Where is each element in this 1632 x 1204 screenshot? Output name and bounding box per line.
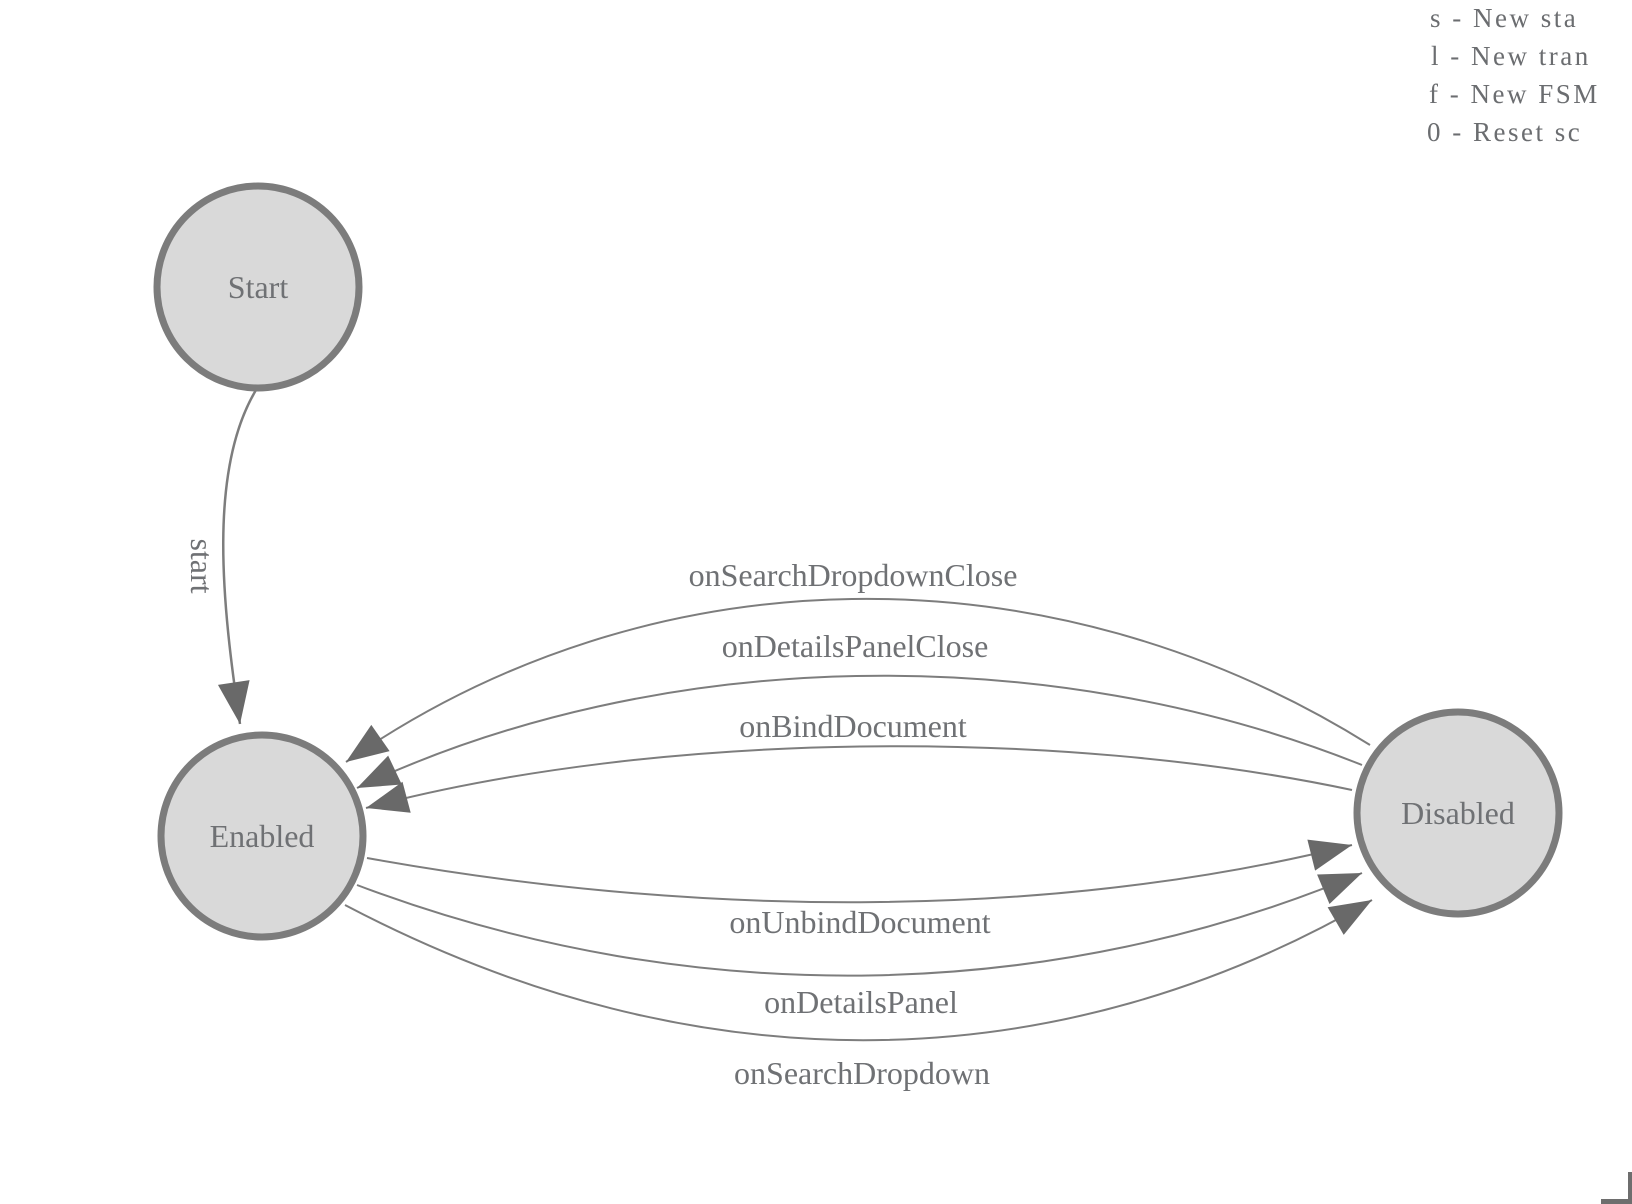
state-label-disabled: Disabled <box>1401 795 1515 831</box>
transition-onSearchDropdownClose[interactable] <box>345 598 1371 763</box>
edge-label-start: start <box>184 538 220 593</box>
edge-label-onBindDocument: onBindDocument <box>739 708 967 744</box>
transition-start-to-enabled[interactable] <box>217 389 258 725</box>
edge-label-onDetailsPanel: onDetailsPanel <box>764 984 958 1020</box>
state-label-start: Start <box>228 269 289 305</box>
legend-line-new-transition: l - New tran <box>1431 41 1591 71</box>
transition-onUnbindDocument[interactable] <box>366 839 1353 904</box>
transition-onSearchDropdown[interactable] <box>344 899 1373 1042</box>
state-label-enabled: Enabled <box>210 818 315 854</box>
paper-corner-mark <box>1601 1172 1632 1204</box>
legend-line-reset: 0 - Reset sc <box>1427 117 1582 147</box>
edge-label-onSearchDropdownClose: onSearchDropdownClose <box>689 557 1018 593</box>
edge-label-onUnbindDocument: onUnbindDocument <box>729 904 990 940</box>
transition-onDetailsPanel[interactable] <box>356 872 1363 977</box>
transition-onBindDocument[interactable] <box>365 745 1353 813</box>
edge-label-onSearchDropdown: onSearchDropdown <box>734 1055 990 1091</box>
state-node-disabled[interactable] <box>1353 708 1563 918</box>
legend-line-new-state: s - New sta <box>1430 3 1578 33</box>
edge-label-onDetailsPanelClose: onDetailsPanelClose <box>722 628 989 664</box>
state-node-enabled[interactable] <box>157 731 367 941</box>
transition-onDetailsPanelClose[interactable] <box>356 674 1363 789</box>
shortcut-legend: s - New sta l - New tran f - New FSM 0 -… <box>1427 3 1600 147</box>
legend-line-new-fsm: f - New FSM <box>1429 79 1600 109</box>
state-node-start[interactable] <box>153 182 363 392</box>
